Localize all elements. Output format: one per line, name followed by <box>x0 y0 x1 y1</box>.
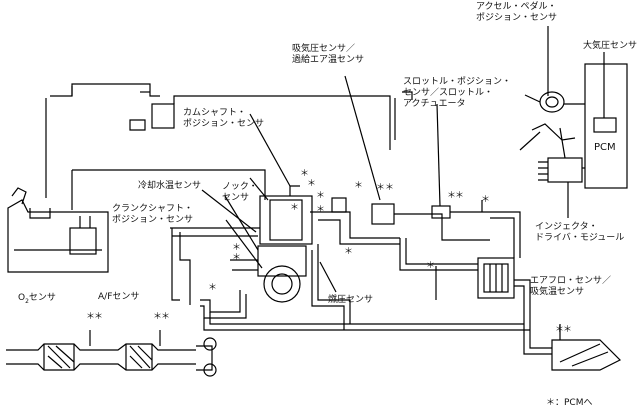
pcm-signal-mark: ＊ <box>307 179 317 189</box>
pcm-signal-mark: ＊ <box>354 181 364 191</box>
pcm-signal-mark: ＊ <box>481 195 491 205</box>
pcm-signal-mark: ＊ <box>232 253 242 263</box>
canister-unit <box>151 103 175 129</box>
map-sensor-body <box>371 203 395 225</box>
af-sensor-label: A/Fセンサ <box>98 292 140 302</box>
pcm-signal-mark: ＊ <box>290 203 300 213</box>
throttle-sensor-label: スロットル・ポジション・ センサ／スロットル・ アクチュエータ <box>403 77 512 109</box>
accelerator-sensor-label: アクセル・ペダル・ ポジション・センサ <box>476 2 558 23</box>
injector-driver-label: インジェクタ・ ドライバ・モジュール <box>535 222 625 243</box>
knock-sensor-label: ノック・ センサ <box>222 182 258 203</box>
footnote: ＊：PCMへ <box>546 398 593 408</box>
throttle-body <box>431 205 451 219</box>
airflow-sensor-label: エアフロ・センサ／ 吸気温センサ <box>530 276 612 297</box>
intercooler <box>477 257 515 299</box>
pcm-signal-mark: ＊ <box>208 283 218 293</box>
pcm-signal-mark: ＊ <box>232 243 242 253</box>
o2-sensor-label: O2センサ <box>18 293 56 305</box>
pcm-label: PCM <box>594 142 616 153</box>
pcm-signal-mark: ＊ <box>300 169 310 179</box>
pcm-signal-mark: ＊ <box>426 261 436 271</box>
pcm-signal-mark: ＊ <box>385 183 395 193</box>
fuel-tank <box>7 187 109 273</box>
injector-driver-module <box>538 157 583 218</box>
pcm-signal-mark: ＊ <box>455 191 465 201</box>
map-sensor-label: 吸気圧センサ／ 過給エア温センサ <box>292 44 365 65</box>
pcm-signal-mark: ＊ <box>86 312 96 322</box>
baro-sensor-label: 大気圧センサ <box>583 41 638 51</box>
camshaft-sensor-label: カムシャフト・ ポジション・センサ <box>183 108 265 129</box>
pcm-signal-mark: ＊ <box>316 205 326 215</box>
engine-block <box>230 185 313 303</box>
crankshaft-sensor-label: クランクシャフト・ ポジション・センサ <box>112 204 194 225</box>
pcm-signal-mark: ＊ <box>153 312 163 322</box>
pcm-signal-mark: ＊ <box>94 312 104 322</box>
pcm-signal-mark: ＊ <box>161 312 171 322</box>
exhaust-pipe <box>6 343 196 371</box>
baro-sensor-box <box>593 117 617 133</box>
pcm-signal-mark: ＊ <box>555 325 565 335</box>
pcm-signal-mark: ＊ <box>376 183 386 193</box>
air-cleaner <box>551 339 622 371</box>
pcm-signal-mark: ＊ <box>316 191 326 201</box>
fuel-pressure-sensor-label: 燃圧センサ <box>328 295 374 305</box>
pcm-signal-mark: ＊ <box>344 247 354 257</box>
coolant-sensor-label: 冷却水温センサ <box>138 181 202 191</box>
pcm-signal-mark: ＊ <box>563 325 573 335</box>
pcm-signal-mark: ＊ <box>447 191 457 201</box>
pcm-box <box>584 63 628 189</box>
accelerator-pedal <box>519 91 585 151</box>
